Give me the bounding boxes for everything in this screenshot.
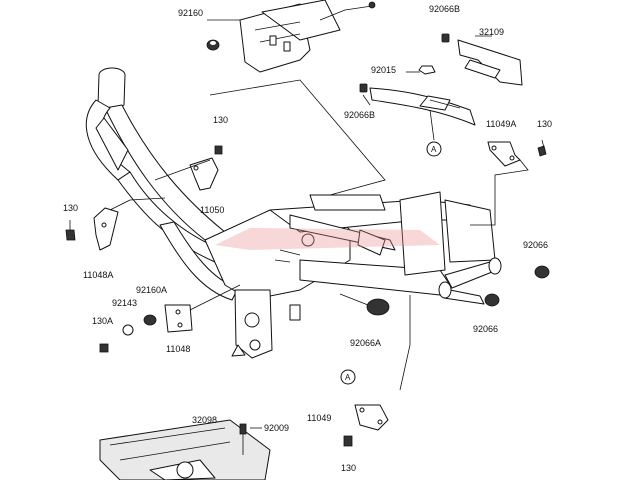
- leader-11048a-frame: [109, 197, 166, 211]
- leader-11049a-frame: [470, 159, 529, 226]
- label-92015: 92015: [371, 65, 396, 75]
- bolt-92009: [239, 423, 247, 455]
- label-130-mid: 130: [213, 115, 228, 125]
- leader-11049-frame: [399, 295, 411, 391]
- label-92066b-mid: 92066B: [344, 110, 375, 120]
- bolt-130-bottom: [343, 435, 353, 447]
- bolt-130a: [99, 343, 109, 353]
- plug-92066-lower: [484, 293, 500, 307]
- label-130-right: 130: [537, 119, 552, 129]
- collar-92143: [122, 324, 134, 336]
- label-11048a: 11048A: [83, 270, 113, 280]
- carrier-bracket-32109: [369, 39, 523, 126]
- leader-ref-a-upper: [429, 109, 435, 141]
- leader-92066b-mid: [362, 94, 371, 106]
- bolt-130-mid: [214, 145, 223, 155]
- ref-letter-a-upper: A: [431, 145, 437, 154]
- watermark: [215, 228, 440, 250]
- label-32098: 32098: [192, 415, 217, 425]
- leader-11050-frame: [154, 159, 211, 181]
- ref-circle-a-lower: [340, 369, 356, 385]
- label-92009: 92009: [264, 423, 289, 433]
- bracket-11048: [164, 304, 193, 333]
- bolt-130-left: [65, 220, 76, 241]
- nut-92015: [418, 65, 436, 75]
- bracket-11049a: [487, 141, 521, 167]
- label-130-left: 130: [63, 203, 78, 213]
- plug-92066-right: [534, 265, 550, 279]
- label-92143: 92143: [112, 298, 137, 308]
- leader-11048-frame: [189, 284, 241, 311]
- main-frame: [85, 67, 502, 359]
- bracket-11049: [354, 404, 389, 431]
- label-11049a: 11049A: [486, 119, 516, 129]
- reference-letters: A A: [345, 145, 437, 382]
- label-92066-right: 92066: [523, 240, 548, 250]
- label-92160a: 92160A: [136, 285, 167, 295]
- label-92066-lower: 92066: [473, 324, 498, 334]
- grommet-92066b-mid: [359, 83, 368, 93]
- bolt-130-right: [537, 139, 547, 157]
- battery-box: [239, 0, 376, 73]
- tray-32098: [99, 419, 271, 480]
- leader-92066a-frame: [339, 293, 369, 306]
- grommet-92160: [206, 39, 220, 51]
- label-92066a: 92066A: [350, 338, 381, 348]
- ref-circle-a-upper: [426, 141, 442, 157]
- part-labels: 92160 92066B 32109 92015 92066B 130 1104…: [63, 4, 552, 473]
- label-92160: 92160: [178, 8, 203, 18]
- ref-letter-a-lower: A: [345, 373, 351, 382]
- label-92066b-top: 92066B: [429, 4, 460, 14]
- bracket-11048a: [93, 207, 119, 251]
- label-11049: 11049: [307, 413, 331, 423]
- label-130-bottom: 130: [341, 463, 356, 473]
- label-32109: 32109: [479, 27, 504, 37]
- leader-battery-frame: [209, 79, 386, 196]
- grommet-92066b-top: [441, 33, 450, 43]
- label-11048: 11048: [166, 344, 190, 354]
- label-130a: 130A: [92, 316, 113, 326]
- bracket-11050: [189, 157, 219, 191]
- grommet-92160a: [143, 314, 157, 326]
- label-11050: 11050: [200, 205, 224, 215]
- plug-92066a: [366, 298, 390, 316]
